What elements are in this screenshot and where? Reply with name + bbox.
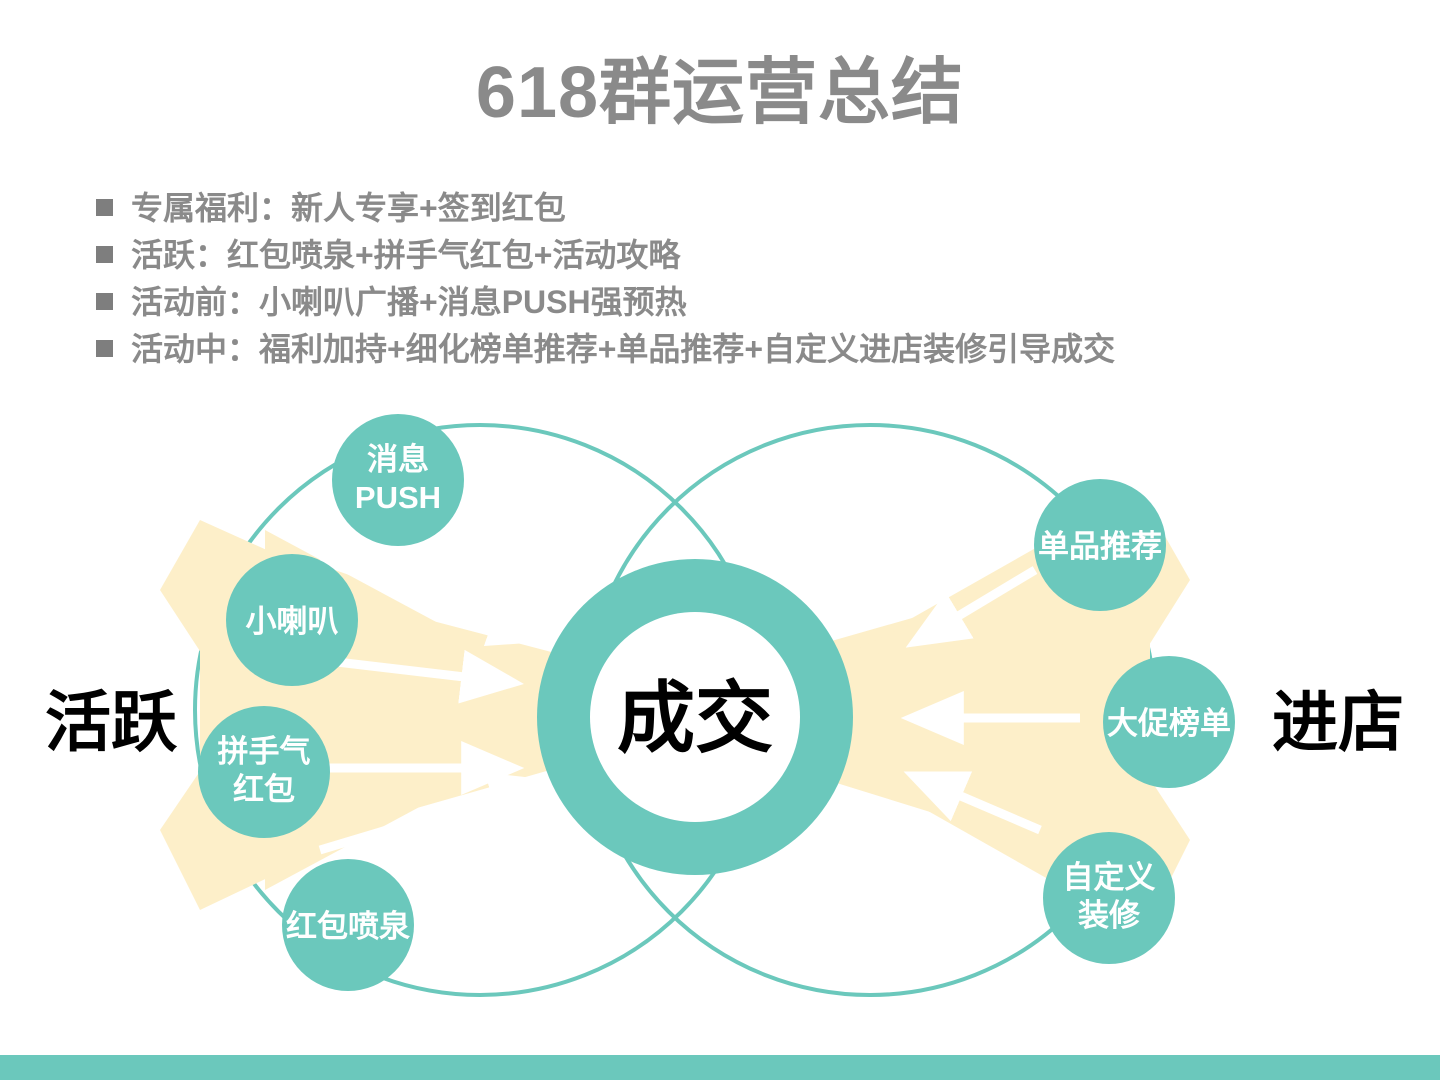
arrow-left-1 <box>318 555 553 646</box>
node-pinshouqi-hongbao-label-line2: 红包 <box>233 772 295 807</box>
arrow-left-4 <box>318 772 553 855</box>
node-dacu-bangdan-label: 大促榜单 <box>1107 706 1231 741</box>
node-xiaolaba-label: 小喇叭 <box>246 604 339 639</box>
left-group-label: 活跃 <box>45 685 178 759</box>
node-danpin-tuijian-label: 单品推荐 <box>1038 529 1162 564</box>
node-message-push-label-line1: 消息 <box>367 442 429 477</box>
right-group-label: 进店 <box>1272 685 1404 759</box>
center-node-label: 成交 <box>617 674 773 762</box>
node-zidingyi-zhuangxiu[interactable] <box>1043 832 1175 964</box>
list-item: 活动中：福利加持+细化榜单推荐+单品推荐+自定义进店装修引导成交 <box>96 327 1396 372</box>
bullet-list: 专属福利：新人专享+签到红包 活跃：红包喷泉+拼手气红包+活动攻略 活动前：小喇… <box>96 186 1396 374</box>
list-item: 活跃：红包喷泉+拼手气红包+活动攻略 <box>96 233 1396 278</box>
node-pinshouqi-hongbao[interactable] <box>198 706 330 838</box>
node-pinshouqi-hongbao-label-line1: 拼手气 <box>218 734 311 769</box>
node-hongbao-penquan-label: 红包喷泉 <box>286 909 410 944</box>
right-cream-fan-lower <box>750 580 1190 920</box>
list-item: 专属福利：新人专享+签到红包 <box>96 186 1396 231</box>
square-bullet-icon <box>96 199 113 216</box>
node-danpin-tuijian[interactable] <box>1034 479 1166 611</box>
arrow-right-1 <box>905 566 1038 648</box>
list-item: 活动前：小喇叭广播+消息PUSH强预热 <box>96 280 1396 325</box>
footer-accent-bar <box>0 1055 1440 1080</box>
node-zidingyi-zhuangxiu-label-line2: 装修 <box>1078 898 1141 933</box>
bullet-text: 活动前：小喇叭广播+消息PUSH强预热 <box>131 284 687 320</box>
bullet-text: 活动中：福利加持+细化榜单推荐+单品推荐+自定义进店装修引导成交 <box>131 331 1116 367</box>
square-bullet-icon <box>96 340 113 357</box>
bullet-text: 活跃：红包喷泉+拼手气红包+活动攻略 <box>131 237 681 273</box>
bullet-text: 专属福利：新人专享+签到红包 <box>131 190 566 226</box>
arrow-right-3 <box>903 771 1042 835</box>
node-message-push[interactable] <box>332 414 464 546</box>
node-xiaolaba[interactable] <box>226 554 358 686</box>
node-dacu-bangdan[interactable] <box>1103 656 1235 788</box>
node-message-push-label-line2: PUSH <box>355 480 441 515</box>
square-bullet-icon <box>96 246 113 263</box>
square-bullet-icon <box>96 293 113 310</box>
page-title: 618群运营总结 <box>475 53 965 133</box>
arrow-left-2 <box>319 649 524 704</box>
center-node-inner <box>590 612 800 822</box>
node-hongbao-penquan[interactable] <box>282 859 414 991</box>
conversion-funnel-diagram: 成交 消息 PUSH 小喇叭 拼手气 红包 红包喷泉 单品推荐 大促榜单 自定义… <box>0 380 1440 1040</box>
node-zidingyi-zhuangxiu-label-line1: 自定义 <box>1063 860 1156 895</box>
